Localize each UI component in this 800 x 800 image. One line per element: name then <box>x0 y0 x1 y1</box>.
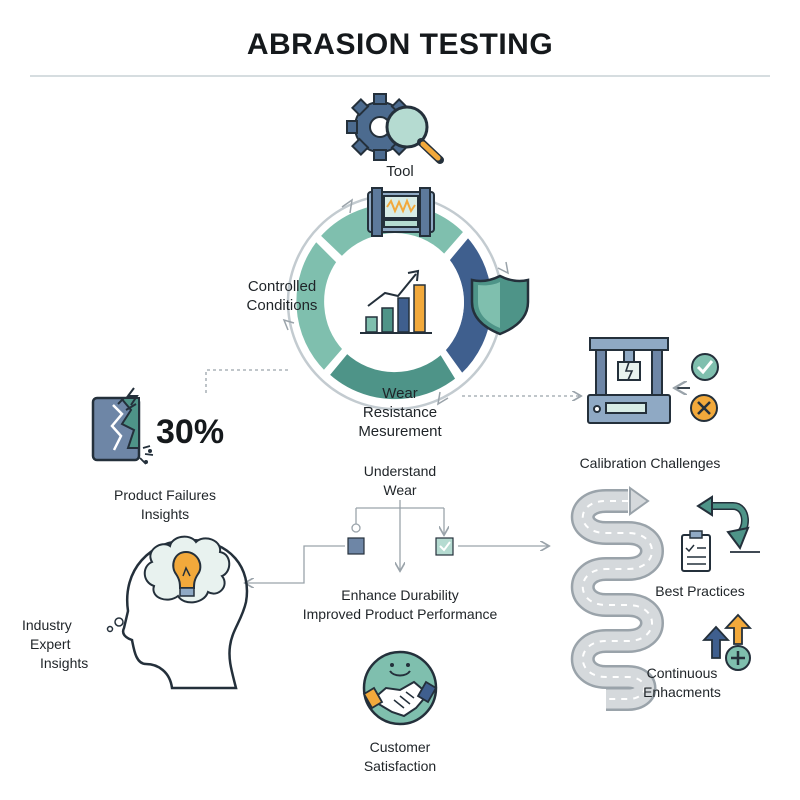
calibration-label: Calibration Challenges <box>579 455 721 471</box>
gear-magnifier-icon <box>346 93 444 164</box>
page-title: ABRASION TESTING <box>246 28 554 61</box>
customer-satisfaction-label: Customer Satisfaction <box>363 739 437 774</box>
u-turn-arrow-icon <box>696 495 760 553</box>
controlled-conditions-label: Controlled Conditions <box>246 278 318 314</box>
tree-connectors <box>246 500 548 583</box>
winding-road-icon <box>570 486 664 711</box>
testing-machine-icon <box>367 187 435 237</box>
growth-chart-icon <box>360 269 432 334</box>
checkbox-node-icon <box>435 537 454 556</box>
continuous-label: Continuous Enhacments <box>643 665 721 700</box>
plus-icon <box>725 645 751 671</box>
cross-icon <box>690 394 718 422</box>
tool-label: Tool <box>386 163 414 180</box>
industry-expert-label: Industry Expert Insights <box>22 617 89 671</box>
calibration-machine-icon <box>587 337 671 424</box>
clipboard-icon <box>681 530 711 572</box>
square-node-icon <box>347 537 365 555</box>
dashed-connector-left <box>205 369 288 394</box>
percent-stat: 30% <box>156 413 225 451</box>
product-failures-label: Product Failures Insights <box>114 487 216 522</box>
check-icon <box>691 353 719 381</box>
handshake-icon <box>362 680 438 718</box>
shield-icon <box>470 274 530 336</box>
understand-wear-label: Understand Wear <box>363 463 437 498</box>
enhance-durability-label: Enhance Durability Improved Product Perf… <box>302 587 498 622</box>
up-arrows-icon <box>701 613 753 659</box>
lightbulb-head-icon <box>106 535 249 690</box>
broken-tablet-icon <box>91 387 154 465</box>
best-practices-label: Best Practices <box>655 583 745 599</box>
wear-resistance-label: Wear Resistance Mesurement <box>358 385 442 440</box>
